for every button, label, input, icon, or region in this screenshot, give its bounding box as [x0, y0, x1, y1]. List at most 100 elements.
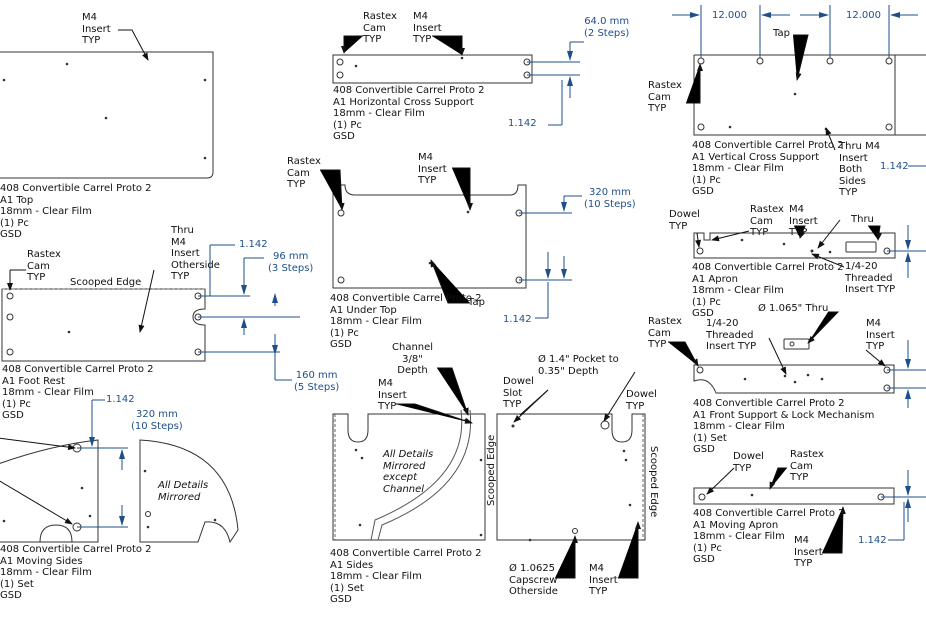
- caption-line: 18mm - Clear Film: [693, 531, 785, 542]
- caption-sides: 408 Convertible Carrel Proto 2 A1 Sides …: [330, 548, 482, 606]
- caption-line: A1 Sides: [330, 559, 374, 571]
- caption-line: 408 Convertible Carrel Proto 2: [330, 548, 482, 559]
- caption-line: GSD: [330, 339, 352, 350]
- caption-line: GSD: [2, 410, 24, 421]
- callout-dowel-slot: Dowel Slot TYP: [503, 376, 534, 410]
- callout-dowel: Dowel TYP: [669, 209, 700, 232]
- caption-line: GSD: [693, 444, 715, 455]
- caption-line: GSD: [692, 186, 714, 197]
- caption-line: 408 Convertible Carrel Proto 2: [330, 293, 482, 304]
- caption-line: (1) Set: [693, 432, 727, 444]
- caption-line: 18mm - Clear Film: [692, 285, 784, 296]
- callout-pocket: Ø 1.4" Pocket to 0.35" Depth: [538, 354, 619, 377]
- callout-rastex-cam: Rastex Cam TYP: [363, 11, 397, 45]
- caption-foot-rest: 408 Convertible Carrel Proto 2 A1 Foot R…: [2, 364, 154, 422]
- dimension-1142: 1.142: [508, 118, 537, 129]
- note-all-details-mirrored-except-channel: All Details Mirrored except Channel: [383, 449, 434, 495]
- caption-line: 18mm - Clear Film: [0, 567, 92, 578]
- callout-thru: Thru: [851, 214, 874, 225]
- callout-rastex-cam: Rastex Cam TYP: [648, 80, 682, 114]
- caption-horizontal-cross-support: 408 Convertible Carrel Proto 2 A1 Horizo…: [333, 85, 485, 143]
- caption-line: 408 Convertible Carrel Proto 2: [333, 85, 485, 96]
- part-moving-sides: [0, 439, 239, 544]
- caption-line: 18mm - Clear Film: [333, 108, 425, 119]
- dimension-1142: 1.142: [503, 314, 532, 325]
- caption-line: GSD: [692, 308, 714, 319]
- part-apron: [693, 232, 896, 259]
- caption-line: A1 Vertical Cross Support: [692, 151, 820, 163]
- dimension-160mm: 160 mm (5 Steps): [294, 370, 340, 393]
- callout-capscrew: Ø 1.0625 Capscrew Otherside: [509, 563, 558, 597]
- caption-line: 18mm - Clear Film: [2, 387, 94, 398]
- callout-m4-insert: M4 Insert TYP: [589, 563, 618, 597]
- callout-tap: Tap: [773, 28, 790, 39]
- callout-tap: Tap: [468, 297, 485, 308]
- caption-line: GSD: [330, 594, 352, 605]
- part-moving-apron: [693, 487, 895, 505]
- caption-line: GSD: [0, 590, 22, 601]
- caption-line: A1 Horizontal Cross Support: [333, 96, 474, 108]
- callout-threaded-insert: 1/4-20 Threaded Insert TYP: [706, 318, 757, 352]
- caption-line: A1 Under Top: [330, 304, 397, 316]
- caption-line: (1) Set: [330, 582, 364, 594]
- caption-line: 18mm - Clear Film: [330, 571, 422, 582]
- caption-under-top: 408 Convertible Carrel Proto 2 A1 Under …: [330, 293, 482, 351]
- caption-line: 18mm - Clear Film: [692, 163, 784, 174]
- callout-m4-insert: M4 Insert TYP: [418, 152, 447, 186]
- caption-line: 18mm - Clear Film: [330, 316, 422, 327]
- part-vertical-cross-support: [693, 54, 926, 136]
- dimension-1142: 1.142: [880, 161, 909, 172]
- callout-rastex-cam: Rastex Cam TYP: [287, 156, 321, 190]
- callout-thru-1065: Ø 1.065" Thru: [758, 303, 829, 314]
- caption-line: 408 Convertible Carrel Proto 2: [693, 508, 845, 519]
- dimension-1142: 1.142: [106, 394, 135, 405]
- caption-line: GSD: [333, 131, 355, 142]
- caption-line: A1 Foot Rest: [2, 375, 65, 387]
- callout-m4-insert: M4 Insert TYP: [82, 12, 111, 46]
- part-under-top: [332, 184, 527, 289]
- callout-threaded-insert: 1/4-20 Threaded Insert TYP: [845, 261, 896, 295]
- callout-m4-insert: M4 Insert TYP: [413, 11, 442, 45]
- caption-line: 18mm - Clear Film: [0, 206, 92, 217]
- callout-m4-insert: M4 Insert TYP: [794, 535, 823, 569]
- caption-line: 408 Convertible Carrel Proto 2: [0, 183, 152, 194]
- callout-rastex-cam: Rastex Cam TYP: [648, 316, 682, 350]
- caption-moving-apron: 408 Convertible Carrel Proto 2 A1 Moving…: [693, 508, 845, 566]
- caption-line: (1) Pc: [692, 174, 721, 186]
- note-all-details-mirrored: All Details Mirrored: [158, 480, 209, 503]
- caption-line: (1) Pc: [330, 327, 359, 339]
- part-horizontal-cross-support: [332, 54, 533, 84]
- label-scooped-edge-vertical: Scooped Edge: [486, 434, 497, 506]
- dimension-1142: 1.142: [239, 239, 268, 250]
- dimension-64mm: 64.0 mm (2 Steps): [584, 16, 630, 39]
- part-sides: [332, 409, 646, 542]
- dimension-12: 12.000: [846, 10, 881, 21]
- callout-channel-depth: Channel 3/8" Depth: [392, 342, 434, 376]
- caption-line: 18mm - Clear Film: [693, 421, 785, 432]
- caption-line: GSD: [693, 554, 715, 565]
- callout-dowel: Dowel TYP: [626, 389, 657, 412]
- callout-rastex-cam: Rastex Cam TYP: [750, 204, 784, 238]
- callout-dowel: Dowel TYP: [733, 451, 764, 474]
- callout-thru-m4-both-sides: Thru M4 Insert Both Sides TYP: [839, 141, 881, 198]
- caption-line: A1 Top: [0, 194, 34, 206]
- caption-line: (1) Pc: [2, 398, 31, 410]
- caption-line: (1) Set: [0, 578, 34, 590]
- caption-line: 408 Convertible Carrel Proto 2: [0, 544, 152, 555]
- dimension-12: 12.000: [712, 10, 747, 21]
- caption-line: 408 Convertible Carrel Proto 2: [692, 262, 844, 273]
- caption-apron: 408 Convertible Carrel Proto 2 A1 Apron …: [692, 262, 844, 320]
- label-scooped-edge-vertical: Scooped Edge: [648, 446, 659, 518]
- caption-line: (1) Pc: [0, 217, 29, 229]
- part-front-support: [693, 338, 895, 394]
- dimension-1142: 1.142: [858, 535, 887, 546]
- dimension-320mm: 320 mm (10 Steps): [131, 409, 183, 432]
- caption-line: 408 Convertible Carrel Proto 2: [2, 364, 154, 375]
- callout-rastex-cam: Rastex Cam TYP: [27, 249, 61, 283]
- dimension-96mm: 96 mm (3 Steps): [268, 251, 314, 274]
- callout-m4-insert: M4 Insert TYP: [789, 204, 818, 238]
- caption-line: (1) Pc: [333, 119, 362, 131]
- caption-top: 408 Convertible Carrel Proto 2 A1 Top 18…: [0, 183, 152, 241]
- part-foot-rest: [1, 288, 206, 362]
